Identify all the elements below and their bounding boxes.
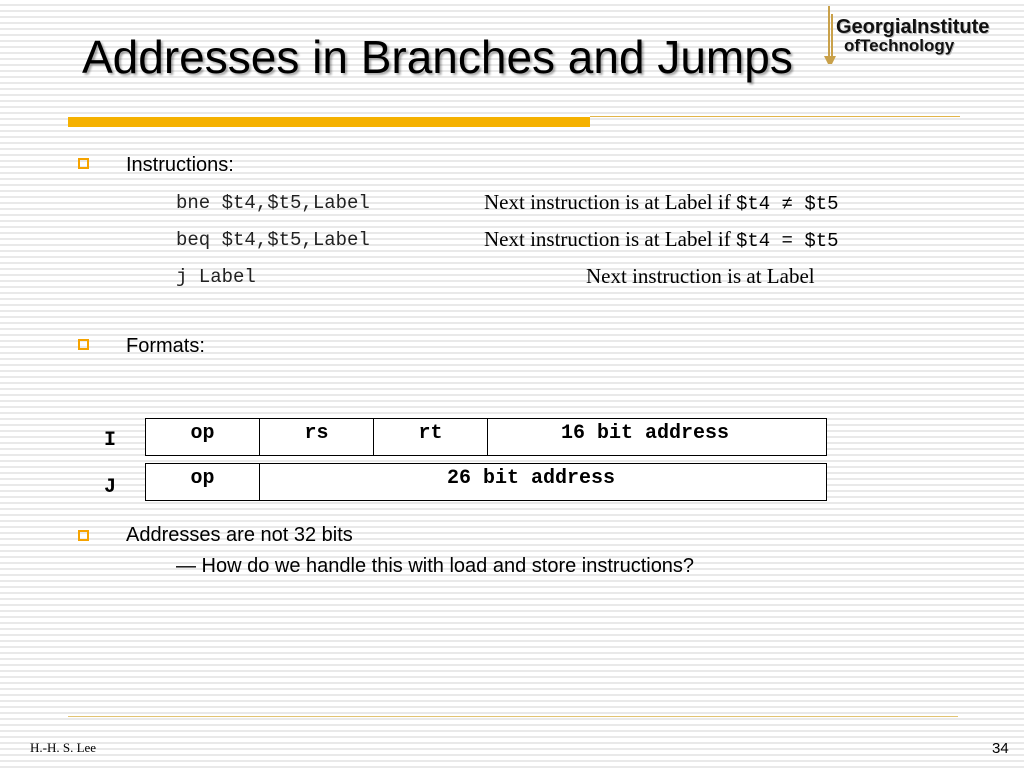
field-op: op — [146, 464, 260, 500]
instruction-cond-bne: $t4 ≠ $t5 — [735, 193, 839, 215]
format-label-i: I — [104, 429, 117, 452]
title-divider — [590, 116, 960, 117]
field-16-bit-address: 16 bit address — [560, 422, 730, 445]
bullet-formats: Formats: — [126, 335, 205, 357]
field-26-bit-address: 26 bit address — [446, 467, 616, 490]
bullet-square-icon — [78, 530, 89, 541]
bullet-square-icon — [78, 158, 89, 169]
georgia-tech-logo: GeorgiaInstitute ofTechnology — [820, 6, 1020, 66]
instruction-code-j: j Label — [176, 266, 256, 288]
format-label-j: J — [104, 476, 117, 499]
format-row-i: op rs rt 16 bit address — [145, 418, 827, 456]
bullet-instructions: Instructions: — [126, 154, 234, 176]
logo-text-line2: ofTechnology — [844, 36, 955, 55]
instruction-desc-bne: Next instruction is at Label if $t4 ≠ $t… — [484, 190, 839, 215]
field-rt: rt — [374, 419, 488, 455]
bullet-addresses: Addresses are not 32 bits — [126, 524, 353, 546]
field-op: op — [146, 419, 260, 455]
instruction-code-beq: beq $t4,$t5,Label — [176, 229, 370, 251]
instruction-desc-j: Next instruction is at Label — [586, 264, 815, 288]
title-accent-bar — [68, 117, 590, 127]
footer-author: H.-H. S. Lee — [30, 740, 97, 755]
instruction-desc-beq: Next instruction is at Label if $t4 = $t… — [484, 227, 839, 252]
footer-divider — [68, 716, 958, 717]
sub-note-load-store: — How do we handle this with load and st… — [176, 555, 695, 577]
page-number: 34 — [992, 740, 1009, 757]
logo-text-line1: GeorgiaInstitute — [836, 16, 990, 38]
slide-title: Addresses in Branches and Jumps — [82, 31, 793, 83]
instruction-cond-beq: $t4 = $t5 — [735, 230, 839, 252]
instruction-code-bne: bne $t4,$t5,Label — [176, 192, 370, 214]
torch-icon — [824, 6, 836, 64]
bullet-square-icon — [78, 339, 89, 350]
field-rs: rs — [260, 419, 374, 455]
format-row-j: op 26 bit address — [145, 463, 827, 501]
